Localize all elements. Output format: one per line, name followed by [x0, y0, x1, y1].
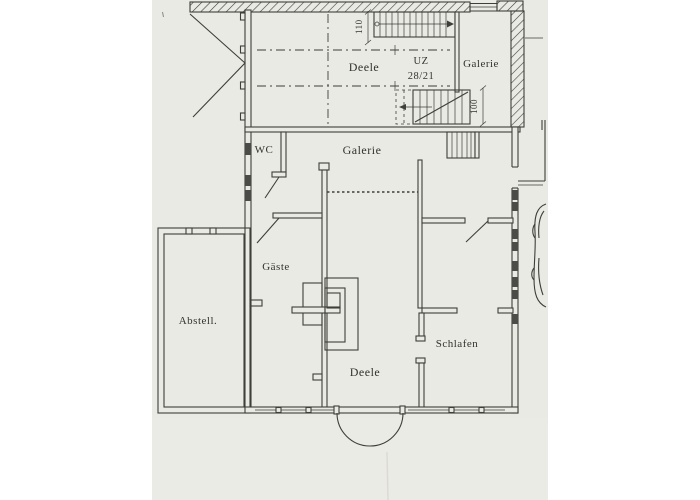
wc-door-leaf	[264, 176, 280, 199]
entrance-door-arc	[336, 412, 404, 447]
mid-staircase	[446, 131, 480, 159]
room-label-gaeste: Gäste	[262, 261, 290, 273]
room-label-deele-lower: Deele	[350, 365, 380, 379]
gable-chevron-marker	[189, 13, 246, 118]
right-outer-wall	[510, 126, 520, 414]
room-label-galerie-mid: Galerie	[343, 143, 382, 157]
dimension-110-label: 110	[354, 19, 364, 34]
wc-room-walls	[264, 131, 287, 199]
room-label-wc: WC	[255, 144, 274, 156]
dimension-100-label: 100	[469, 99, 479, 114]
fireplace-chimney	[291, 277, 359, 351]
gaeste-wall-stub	[250, 299, 263, 307]
schlafen-divider-wall-left	[421, 307, 458, 314]
stair-direction-arrow-icon	[399, 104, 406, 110]
bottom-outer-wall	[244, 405, 519, 415]
window-pane	[245, 175, 251, 186]
upper-hatched-top-wall	[189, 0, 524, 13]
paper-crease	[386, 451, 389, 500]
dimension-110: 110	[354, 9, 372, 46]
winder-staircase	[395, 89, 471, 125]
dimension-100: 100	[469, 85, 487, 127]
axis-centerlines	[257, 14, 450, 124]
room-label-abstell: Abstell.	[179, 315, 218, 327]
schlafen-upper-wall-right	[487, 217, 514, 224]
room-label-uz: UZ	[414, 56, 429, 67]
room-label-deele-upper: Deele	[349, 60, 379, 74]
schlafen-upper-wall-left	[421, 217, 466, 224]
room-label-schlafen: Schlafen	[436, 338, 478, 350]
deele-schlafen-wall-upper	[417, 159, 423, 309]
gaeste-door-leaf	[256, 217, 280, 244]
schlafen-door-leaf	[465, 220, 489, 243]
paper	[152, 0, 548, 500]
room-label-uz-number: 28/21	[408, 71, 434, 82]
car-sketch	[531, 203, 547, 308]
room-label-galerie-upper: Galerie	[463, 58, 499, 70]
stair-direction-arrow-icon	[447, 20, 454, 28]
window-pane	[245, 143, 251, 155]
upper-right-hatched-wall	[510, 10, 525, 128]
window-pane	[245, 190, 251, 201]
paper-speck	[162, 11, 164, 18]
schlafen-divider-wall-right	[497, 307, 514, 314]
upper-section-bottom-wall	[244, 126, 521, 133]
upper-galerie-partition-wall	[454, 11, 460, 93]
abstell-room-walls	[157, 227, 251, 414]
terrace-outline	[518, 37, 546, 186]
gaeste-top-wall	[272, 212, 323, 219]
